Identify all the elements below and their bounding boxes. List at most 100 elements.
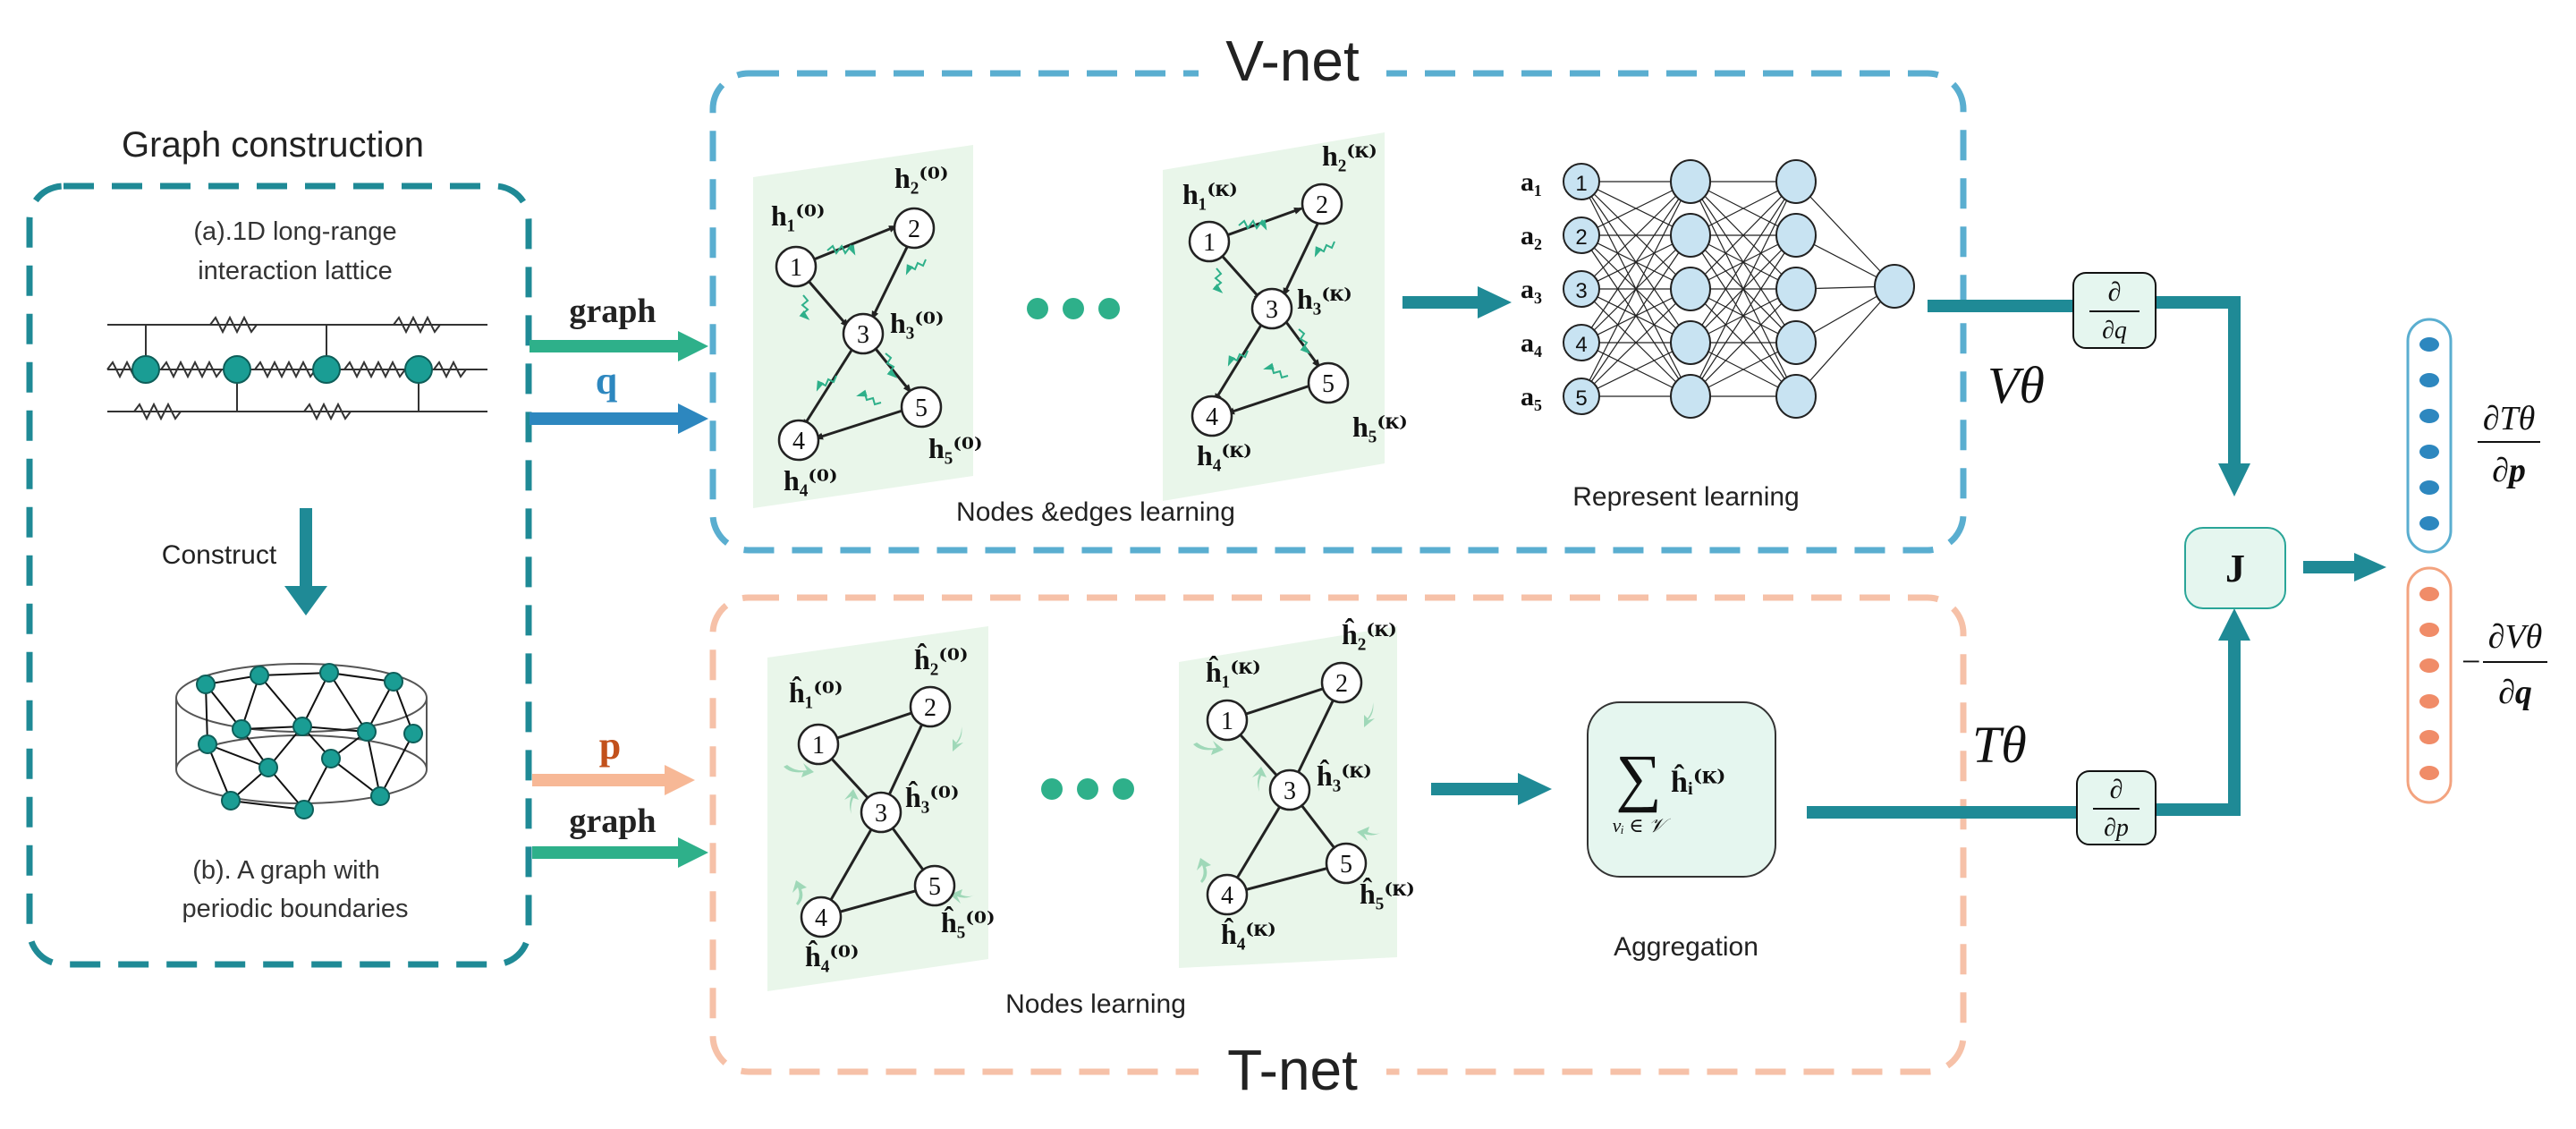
graph-node [196,675,216,694]
graph-node [232,719,251,739]
mlp-edge [1690,181,1797,397]
t-theta-label: Tθ [1972,716,2027,774]
mlp-neuron [1563,270,1600,308]
output-entry-dot [2419,730,2439,744]
mlp-neuron [1563,324,1600,361]
vnet-p1-node-5: 5 [915,395,928,422]
vnet-ellipsis [1027,298,1120,319]
tnet-p2-node-5: 5 [1340,851,1352,879]
tnet-title: T-net [1227,1038,1358,1102]
t-output-path: Tθ ∂ ∂p [1807,608,2250,845]
tnet-p2-h3: ĥ₃⁽ᴷ⁾ [1317,760,1372,792]
mlp-edge [1580,181,1691,397]
jacobian-label: J [2225,547,2245,590]
mlp-neuron [1563,378,1600,415]
tnet-section: T-net 1 2 [709,594,1967,1102]
vnet-p1-node-4: 4 [792,428,805,455]
mlp-input-a5: a₅ [1521,382,1542,412]
mlp-node-2: 2 [1575,225,1587,250]
graph-node [403,724,423,743]
graph-caption-line1: (b). A graph with [192,856,380,885]
bottom-graph-label: graph [569,802,656,840]
q-label: q [596,359,618,403]
mlp-neuron [1563,163,1600,200]
mlp-edge [1795,181,1895,287]
output-entry-dot [2419,587,2439,601]
mlp-node-1: 1 [1575,172,1587,196]
graph-node [357,722,377,742]
tnet-ellipsis [1041,778,1134,800]
v-output-path: Vθ ∂ ∂q [1928,272,2250,497]
tnet-p1-node-1: 1 [812,732,825,760]
tnet-p1-h5: ĥ₅⁽⁰⁾ [941,906,995,938]
vnet-p1-h1: h₁⁽⁰⁾ [771,199,825,232]
vnet-p2-node-2: 2 [1316,191,1328,219]
lattice-caption-line2: interaction lattice [198,257,393,285]
graph-node [294,800,314,819]
tnet-p2-h5: ĥ₅⁽ᴷ⁾ [1360,878,1415,910]
mlp-neuron [1775,320,1817,365]
p-label: p [599,724,621,768]
mlp-neuron [1670,320,1711,365]
periodic-graph [175,663,428,819]
graph-construction-box [26,183,532,968]
mlp-edge [1580,181,1691,290]
graph-node [198,734,217,754]
tnet-learning-caption: Nodes learning [1005,989,1186,1019]
graph-construction-section: Graph construction (a).1D long-range int… [26,125,532,968]
input-arrows: graph q p graph [530,293,708,868]
construct-label: Construct [162,540,277,570]
mlp-edge [1580,181,1691,344]
lattice-particle [223,355,251,384]
mlp-network: a₁ a₂ a₃ a₄ a₅ 1 2 3 4 5 [1521,159,1915,419]
mlp-neuron [1670,374,1711,419]
output-entry-dot [2419,766,2439,780]
mlp-edge [1580,288,1691,397]
mlp-edge [1690,288,1797,397]
mlp-input-a3: a₃ [1521,275,1542,304]
aggregation-term: ĥᵢ⁽ᴷ⁾ [1671,764,1725,799]
graph-node [221,791,241,811]
output-entry-dot [2419,445,2439,459]
graph-construction-title: Graph construction [122,125,424,165]
output-vector-bottom [2406,566,2453,804]
mlp-edge [1690,234,1797,397]
vnet-p2-node-3: 3 [1266,296,1278,324]
mlp-neuron [1563,216,1600,254]
vnet-p1-node-3: 3 [857,321,869,349]
tnet-aggregation-caption: Aggregation [1614,932,1758,962]
mlp-node-4: 4 [1575,333,1587,357]
jacobian-block: J [2184,527,2386,609]
output-entry-dot [2419,409,2439,423]
mlp-neuron [1775,267,1817,311]
vnet-p2-node-5: 5 [1322,370,1335,398]
vnet-panel-final: 1 2 3 4 5 h₁⁽ᴷ⁾ h₂⁽ᴷ⁾ h₃⁽ᴷ⁾ h₄⁽ᴷ⁾ h₅⁽ᴷ⁾ [1163,132,1408,501]
tnet-p1-node-4: 4 [815,904,827,932]
vnet-learning-caption: Nodes &edges learning [956,497,1235,527]
vnet-represent-caption: Represent learning [1572,482,1800,512]
vnet-p2-h4: h₄⁽ᴷ⁾ [1197,439,1252,471]
tnet-p2-node-2: 2 [1335,670,1348,698]
vnet-p2-h1: h₁⁽ᴷ⁾ [1182,178,1238,210]
mlp-edge [1690,181,1797,344]
mlp-input-a2: a₂ [1521,221,1542,250]
graph-node [319,663,339,683]
tnet-p1-node-3: 3 [875,800,887,828]
output-entry-dot [2419,480,2439,495]
tnet-p2-node-3: 3 [1284,777,1296,805]
dV-numerator: ∂Vθ [2488,618,2543,656]
tnet-p2-h4: ĥ₄⁽ᴷ⁾ [1221,918,1276,950]
mlp-input-a4: a₄ [1521,328,1542,358]
output-vector: ∂Tθ ∂p − ∂Vθ ∂q [2406,318,2547,804]
vnet-p1-h2: h₂⁽⁰⁾ [894,162,948,194]
vnet-p2-node-4: 4 [1206,403,1218,431]
dV-denominator: ∂q [2498,674,2532,711]
tnet-p2-h2: ĥ₂⁽ᴷ⁾ [1342,618,1397,650]
vnet-p2-h3: h₃⁽ᴷ⁾ [1297,283,1352,315]
aggregation-subscript: vᵢ ∈ 𝒱 [1613,814,1672,836]
mlp-neuron [1670,159,1711,204]
mlp-neuron [1775,159,1817,204]
vnet-section: V-net 1 [709,29,1967,554]
